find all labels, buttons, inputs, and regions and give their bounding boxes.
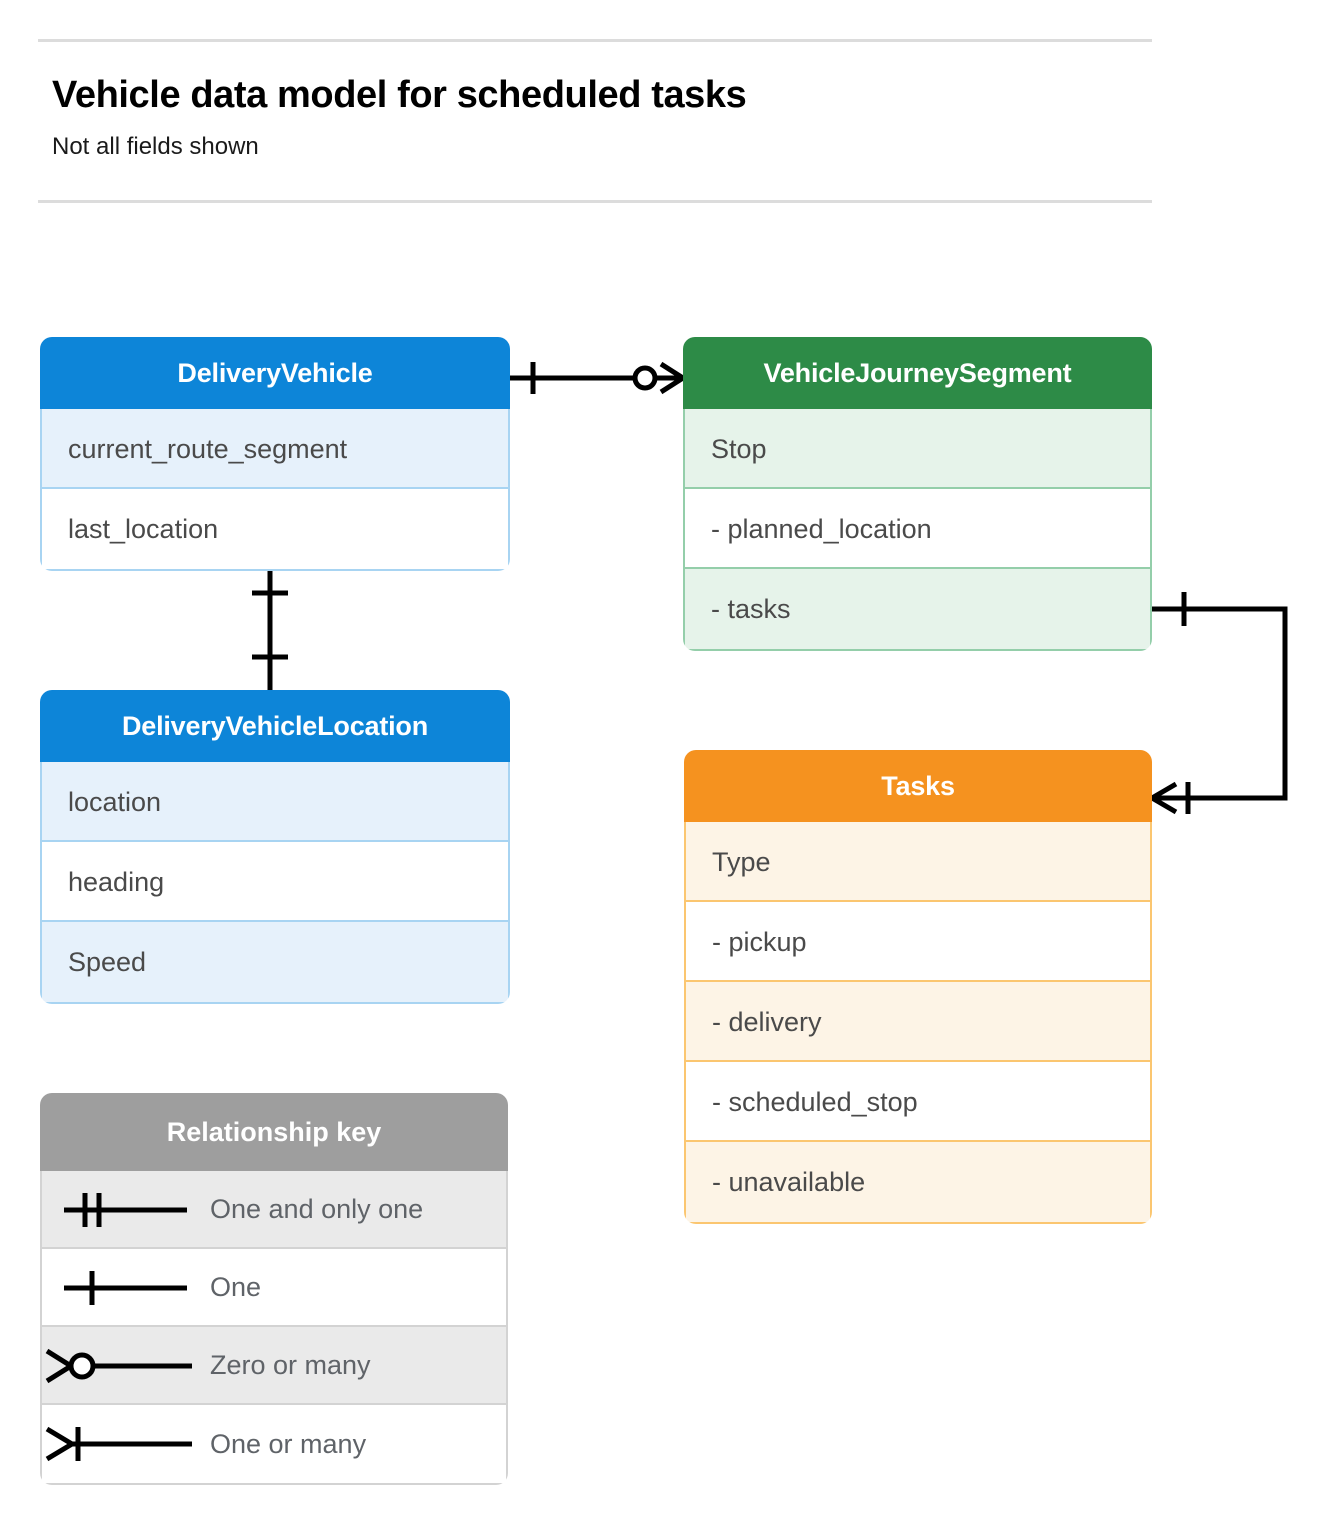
- entity-field-row: - unavailable: [686, 1142, 1150, 1222]
- entity-vehicle-journey-segment-fields: Stop - planned_location - tasks: [683, 409, 1152, 651]
- legend-item-zero-or-many: Zero or many: [42, 1327, 506, 1405]
- cardinality-crowsfoot-tasks-lower: [1150, 795, 1178, 815]
- entity-field-row: Stop: [685, 409, 1150, 489]
- legend-item-label: One or many: [210, 1428, 367, 1459]
- page-subtitle: Not all fields shown: [52, 133, 259, 160]
- entity-tasks[interactable]: Tasks Type - pickup - delivery - schedul…: [684, 750, 1152, 1224]
- entity-field-row: Type: [686, 822, 1150, 902]
- entity-field-row: - planned_location: [685, 489, 1150, 569]
- cardinality-crowsfoot-journey-lower: [659, 375, 685, 395]
- entity-vehicle-journey-segment[interactable]: VehicleJourneySegment Stop - planned_loc…: [683, 337, 1152, 651]
- cardinality-crowsfoot-tasks-upper: [1150, 781, 1178, 801]
- legend-item-label: Zero or many: [210, 1349, 371, 1380]
- connector-line-journey-tasks: [1152, 606, 1288, 801]
- entity-delivery-vehicle-location[interactable]: DeliveryVehicleLocation location heading…: [40, 690, 510, 1004]
- one-icon: [42, 1249, 210, 1325]
- entity-vehicle-journey-segment-title: VehicleJourneySegment: [683, 337, 1152, 409]
- entity-field-row: heading: [42, 842, 508, 922]
- entity-field-row: last_location: [42, 489, 508, 569]
- cardinality-crowsfoot-journey-upper: [659, 361, 685, 381]
- entity-delivery-vehicle-fields: current_route_segment last_location: [40, 409, 510, 571]
- zero-or-many-icon: [42, 1327, 210, 1403]
- entity-delivery-vehicle-location-title: DeliveryVehicleLocation: [40, 690, 510, 762]
- entity-field-row: location: [42, 762, 508, 842]
- legend-item-one-and-only-one: One and only one: [42, 1171, 506, 1249]
- page-title: Vehicle data model for scheduled tasks: [52, 74, 747, 116]
- entity-field-row: - scheduled_stop: [686, 1062, 1150, 1142]
- relationship-key-legend: Relationship key One and only one: [40, 1093, 508, 1485]
- cardinality-zero-circle-journey: [632, 365, 658, 391]
- header-divider-top: [38, 39, 1152, 42]
- entity-delivery-vehicle-title: DeliveryVehicle: [40, 337, 510, 409]
- entity-delivery-vehicle[interactable]: DeliveryVehicle current_route_segment la…: [40, 337, 510, 571]
- one-or-many-icon: [42, 1405, 210, 1483]
- entity-tasks-title: Tasks: [684, 750, 1152, 822]
- entity-field-row: Speed: [42, 922, 508, 1002]
- legend-item-one-or-many: One or many: [42, 1405, 506, 1483]
- legend-item-label: One: [210, 1271, 262, 1302]
- legend-rows: One and only one One: [40, 1171, 508, 1485]
- legend-item-one: One: [42, 1249, 506, 1327]
- entity-delivery-vehicle-location-fields: location heading Speed: [40, 762, 510, 1004]
- header-divider-bottom: [38, 200, 1152, 203]
- legend-item-label: One and only one: [210, 1193, 424, 1224]
- entity-field-row: - tasks: [685, 569, 1150, 649]
- entity-field-row: - pickup: [686, 902, 1150, 982]
- entity-field-row: - delivery: [686, 982, 1150, 1062]
- one-and-only-one-icon: [42, 1171, 210, 1247]
- entity-tasks-fields: Type - pickup - delivery - scheduled_sto…: [684, 822, 1152, 1224]
- entity-field-row: current_route_segment: [42, 409, 508, 489]
- legend-title: Relationship key: [40, 1093, 508, 1171]
